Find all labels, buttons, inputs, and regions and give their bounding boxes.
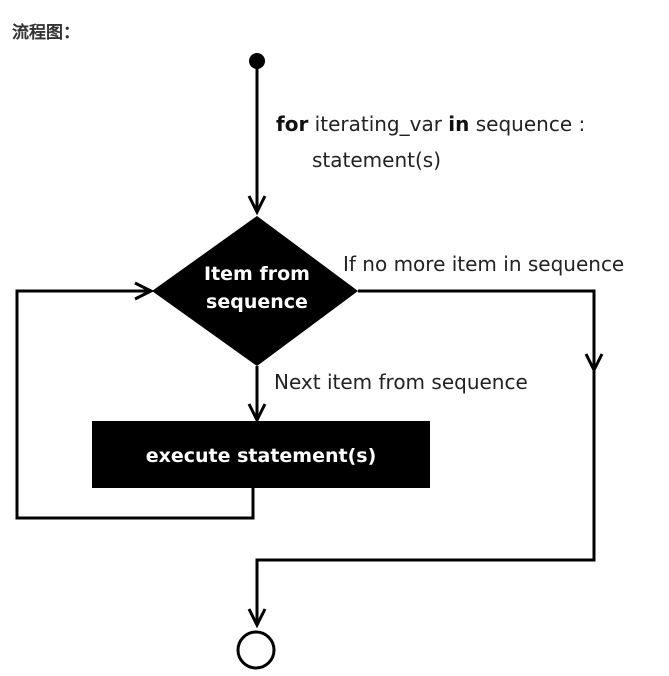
process-text: execute statement(s) [146, 445, 377, 467]
sequence-text: sequence : [469, 112, 585, 136]
arrowhead-exit-side [584, 353, 604, 374]
decision-node [152, 216, 358, 366]
arrowhead-down-1 [247, 195, 267, 216]
process-node [92, 421, 430, 488]
syntax-line-1: for iterating_var in sequence : [276, 112, 585, 136]
end-node [236, 630, 276, 670]
arrowhead-down-2 [247, 403, 267, 424]
edge-exit [255, 289, 596, 625]
arrowhead-exit-end [247, 608, 267, 629]
keyword-for: for [276, 112, 308, 136]
decision-text-line-2: sequence [206, 291, 308, 313]
next-label: Next item from sequence [274, 370, 528, 394]
iterating-var-text: iterating_var [308, 112, 448, 136]
exit-label: If no more item in sequence [343, 252, 624, 276]
edge-loop-back [15, 289, 255, 520]
page-heading: 流程图： [12, 23, 80, 43]
syntax-line-2: statement(s) [312, 148, 441, 172]
keyword-in: in [448, 112, 469, 136]
arrowhead-loop [134, 281, 155, 301]
decision-text-line-1: Item from [204, 263, 310, 285]
